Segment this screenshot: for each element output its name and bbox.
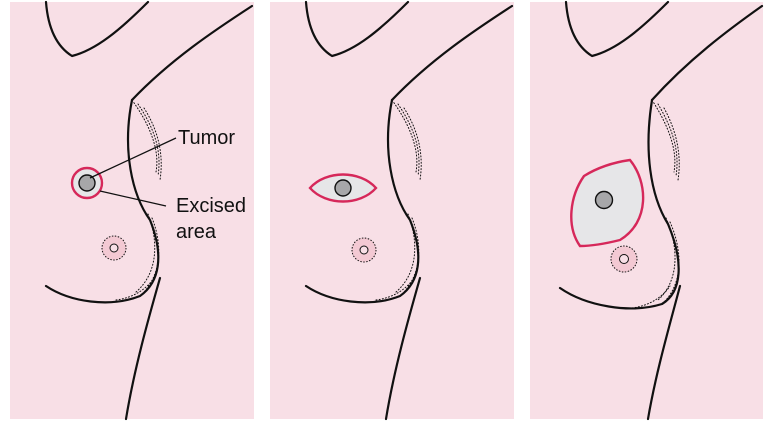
tumor-label: Tumor	[178, 127, 235, 149]
panel-2-nipple	[352, 238, 376, 262]
excised-area-label-line1: Excised	[176, 195, 246, 217]
panel-3	[530, 2, 763, 419]
panel-2	[270, 2, 514, 419]
panel-1-nipple	[102, 236, 126, 260]
panel-2-background	[270, 2, 514, 419]
excised-area-label-line2: area	[176, 221, 217, 243]
panel-1: Tumor Excised area	[10, 2, 254, 419]
panel-2-tumor	[335, 180, 351, 196]
panel-3-background	[530, 2, 763, 419]
panel-3-nipple	[611, 246, 637, 272]
panel-3-tumor	[596, 192, 613, 209]
